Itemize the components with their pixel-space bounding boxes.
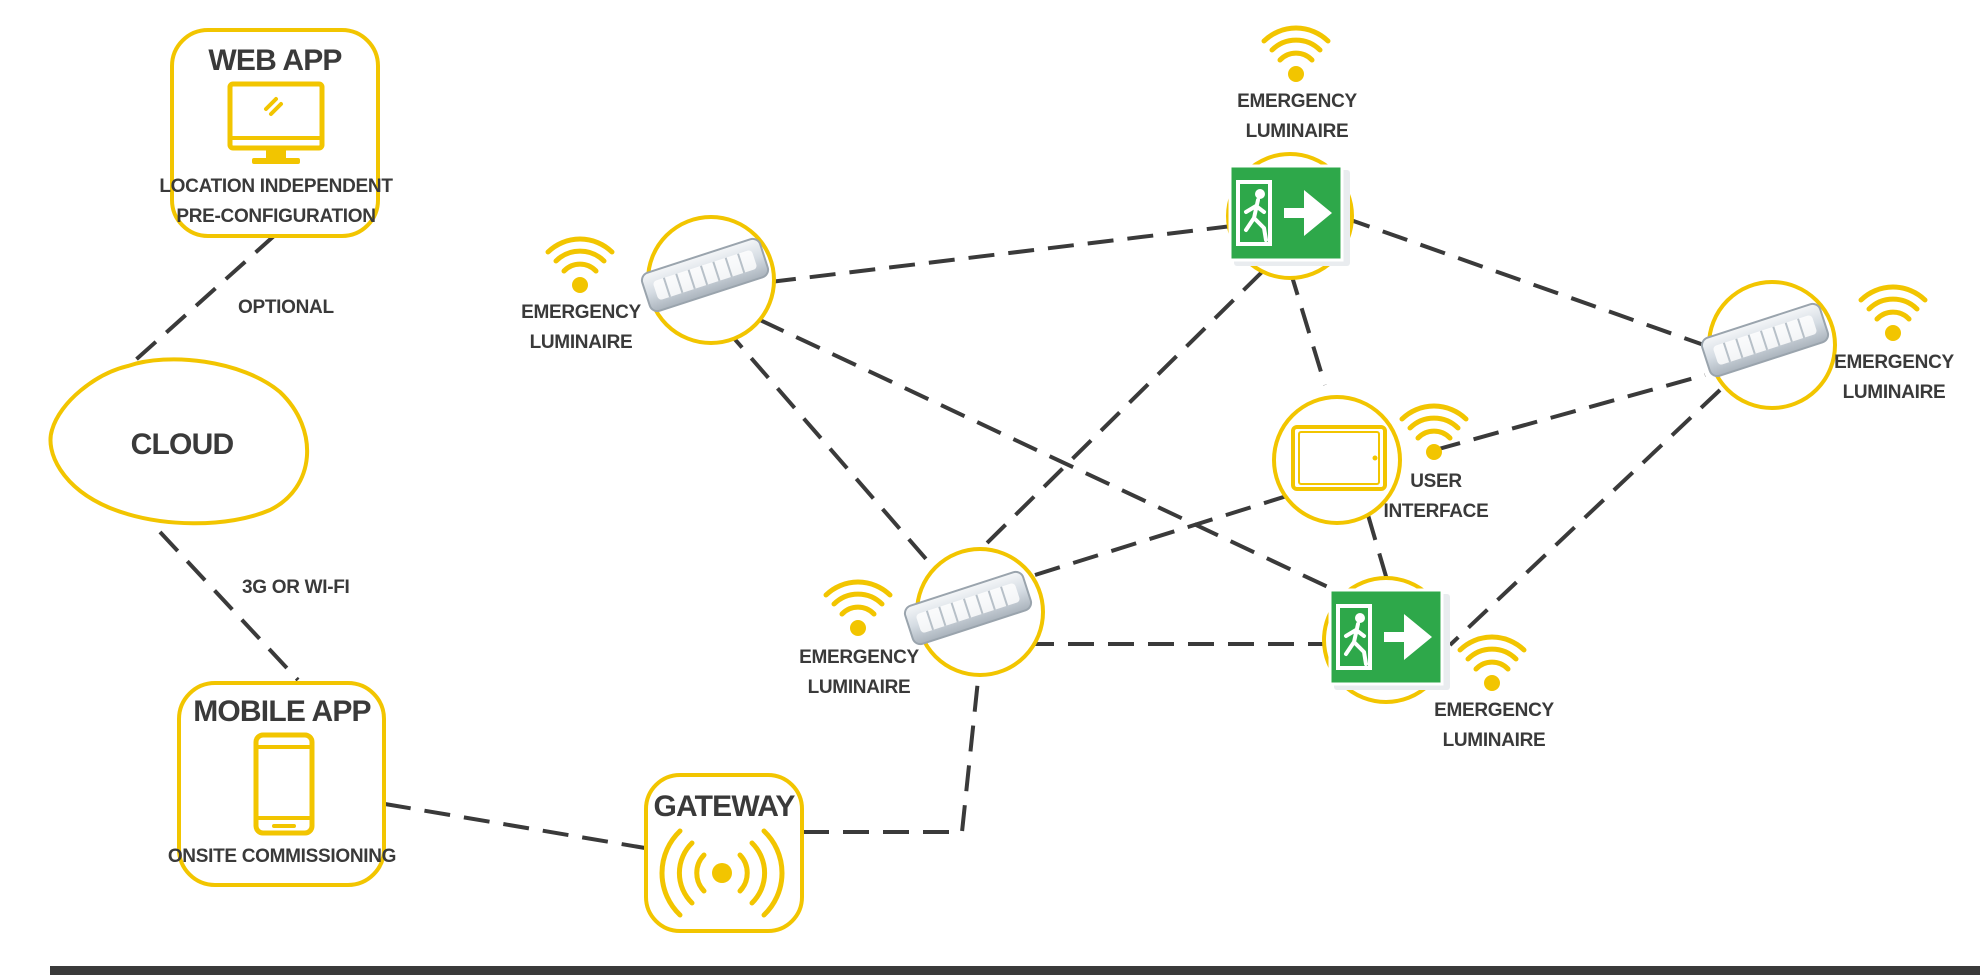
web-app-node[interactable]: WEB APP LOCATION INDEPENDENT PRE-CONFIGU…: [159, 28, 394, 238]
edge-lum-right-lum-bottom-right: [1448, 388, 1722, 647]
footer-bar: [50, 966, 1980, 975]
lum-top-center-line2: LUMINAIRE: [1246, 121, 1349, 142]
lum-bottom-right-line1: EMERGENCY: [1434, 700, 1554, 721]
edge-lum-top-center-lum-bottom-center: [983, 270, 1264, 547]
luminaire-bottom-right[interactable]: EMERGENCY LUMINAIRE: [1322, 576, 1555, 751]
gateway-node[interactable]: GATEWAY: [644, 773, 804, 933]
cloud-shape: [48, 357, 310, 526]
lum-top-center-line1: EMERGENCY: [1237, 91, 1357, 112]
gateway-title: GATEWAY: [653, 790, 795, 823]
lum-bottom-right-line2: LUMINAIRE: [1443, 730, 1546, 751]
mobile-app-title: MOBILE APP: [193, 695, 371, 728]
user-interface-node[interactable]: USER INTERFACE: [1272, 395, 1489, 525]
exit-sign-icon: [1228, 164, 1352, 268]
edge-lum-top-left-lum-top-center: [769, 224, 1233, 284]
user-interface-line2: INTERFACE: [1384, 501, 1489, 522]
luminaire-right[interactable]: EMERGENCY LUMINAIRE: [1698, 280, 1955, 410]
luminaire-top-center[interactable]: EMERGENCY LUMINAIRE: [1226, 28, 1358, 280]
cloud-title: CLOUD: [131, 428, 234, 461]
edge-user-interface-lum-right: [1434, 373, 1706, 452]
edge-label-optional: OPTIONAL: [238, 297, 334, 318]
edge-cloud-mobile: [158, 530, 300, 682]
tablet-icon: [1291, 425, 1387, 491]
wifi-icon-lum-top-center: [1264, 28, 1328, 82]
edge-web-cloud: [128, 233, 277, 367]
edge-lum-top-center-lum-right: [1344, 216, 1719, 352]
user-interface-line1: USER: [1410, 471, 1462, 492]
connections: [128, 216, 1722, 850]
luminaire-top-left[interactable]: EMERGENCY LUMINAIRE: [521, 215, 776, 353]
lum-top-left-line2: LUMINAIRE: [530, 332, 633, 353]
edge-gateway-lum-bottom-center: [803, 679, 980, 834]
monitor-icon: [227, 81, 325, 164]
smartphone-icon: [253, 732, 315, 836]
edge-label-3g-wifi: 3G OR WI-FI: [242, 577, 350, 598]
wifi-icon-lum-right: [1861, 287, 1925, 341]
exit-sign-icon: [1328, 588, 1452, 692]
wifi-icon-lum-bottom-center: [826, 582, 890, 636]
lum-top-left-line1: EMERGENCY: [521, 302, 641, 323]
web-app-line1: LOCATION INDEPENDENT: [159, 176, 393, 197]
edge-lum-top-center-user-interface: [1288, 269, 1327, 386]
edge-mobile-gateway: [384, 802, 646, 850]
luminaire-bottom-center[interactable]: EMERGENCY LUMINAIRE: [799, 547, 1045, 698]
edge-lum-top-left-lum-bottom-center: [723, 326, 942, 577]
web-app-line2: PRE-CONFIGURATION: [176, 206, 375, 227]
wifi-icon-lum-bottom-right: [1460, 637, 1524, 691]
wifi-icon-user-interface: [1402, 406, 1466, 460]
web-app-title: WEB APP: [208, 44, 341, 77]
cloud-node[interactable]: CLOUD: [48, 357, 310, 526]
mobile-app-subtitle: ONSITE COMMISSIONING: [168, 846, 396, 867]
lum-bottom-center-line2: LUMINAIRE: [808, 677, 911, 698]
lum-bottom-center-line1: EMERGENCY: [799, 647, 919, 668]
broadcast-icon: [659, 828, 785, 918]
wifi-icon-lum-top-left: [548, 239, 612, 293]
edge-lum-bottom-center-user-interface: [1034, 493, 1291, 577]
edge-lum-top-left-lum-bottom-right: [759, 318, 1346, 597]
lum-right-line1: EMERGENCY: [1834, 352, 1954, 373]
mobile-app-node[interactable]: MOBILE APP ONSITE COMMISSIONING: [168, 681, 396, 887]
lum-right-line2: LUMINAIRE: [1843, 382, 1946, 403]
